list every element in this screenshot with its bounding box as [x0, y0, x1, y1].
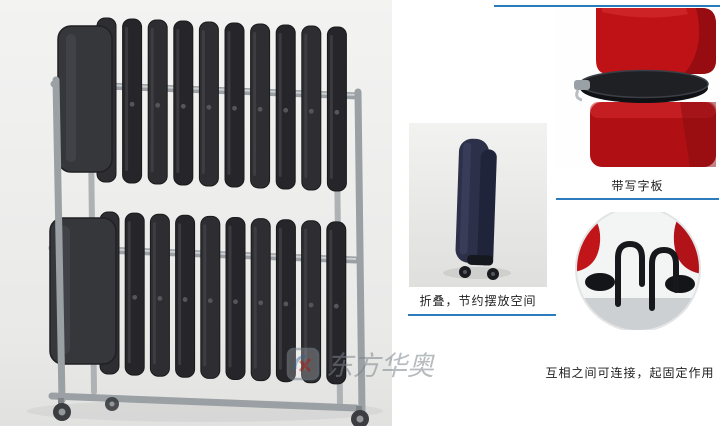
connector-hooks-illustration [556, 212, 719, 330]
watermark: 东方华奥 [286, 344, 434, 383]
caption-connectors: 互相之间可连接，起固定作用 [545, 366, 715, 380]
divider-middle [408, 314, 556, 316]
watermark-text: 东方华奥 [326, 351, 434, 382]
caption-folded-chair: 折叠，节约摆放空间 [419, 294, 537, 308]
divider-top [494, 5, 720, 7]
divider-right [556, 198, 719, 200]
detail-photo-connectors [556, 212, 719, 330]
detail-photo-writing-tablet [556, 8, 719, 167]
trolley-illustration [0, 0, 392, 426]
writing-tablet-illustration [556, 8, 719, 167]
main-product-photo [0, 0, 392, 426]
caption-writing-tablet: 带写字板 [611, 179, 664, 193]
folded-chair-illustration [409, 123, 547, 287]
caster-wheels [53, 397, 369, 426]
watermark-logo-icon [286, 347, 320, 380]
detail-photo-folded-chair [409, 123, 547, 287]
